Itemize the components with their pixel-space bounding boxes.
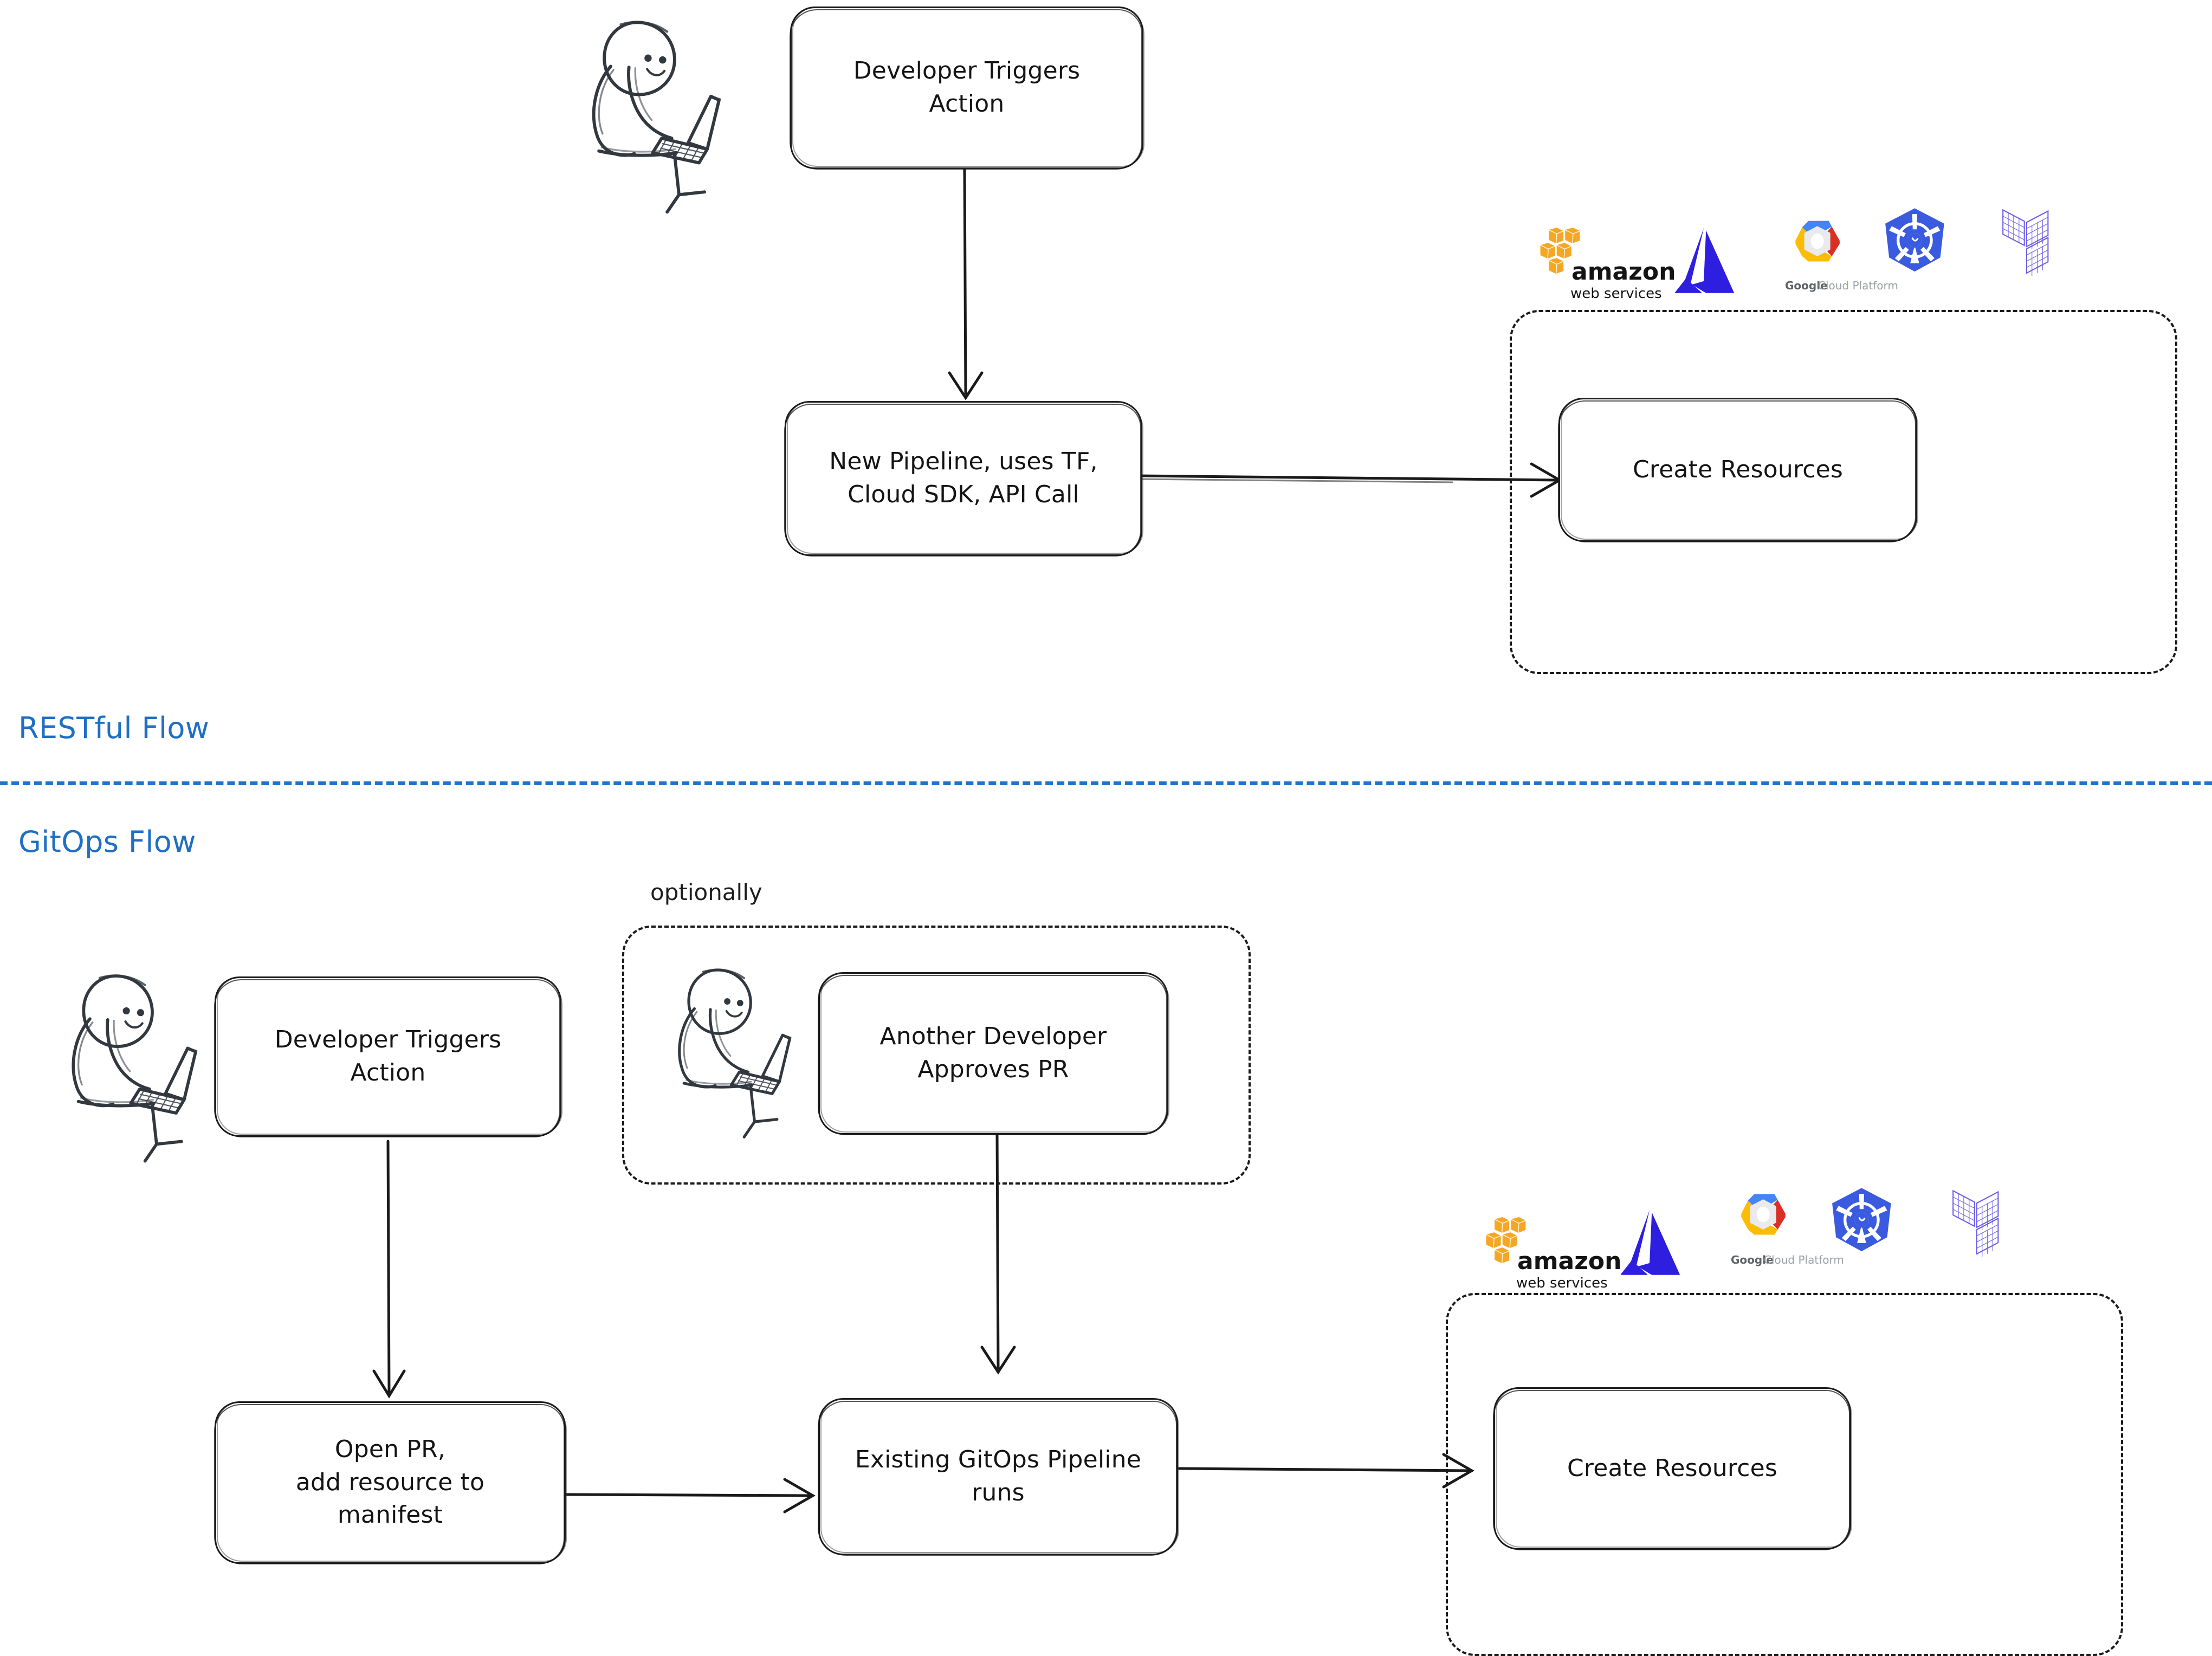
gcp-wordmark-line2: Cloud Platform — [1818, 279, 1898, 292]
node-label: New Pipeline, uses TF, Cloud SDK, API Ca… — [829, 448, 1098, 508]
actor-developer-top — [594, 22, 720, 212]
node-dev-trigger-top[interactable]: Developer Triggers Action — [790, 7, 1144, 170]
flow-separator — [0, 781, 2212, 785]
actor-developer-bottom-left — [73, 976, 196, 1161]
node-create-resources-top[interactable]: Create Resources — [1558, 398, 1918, 542]
section-title-gitops: GitOps Flow — [18, 825, 196, 859]
node-new-pipeline[interactable]: New Pipeline, uses TF, Cloud SDK, API Ca… — [784, 401, 1143, 557]
svg-text:Cloud Platform: Cloud Platform — [1764, 1253, 1844, 1266]
aws-wordmark-line1: amazon — [1571, 258, 1676, 286]
node-create-resources-bottom[interactable]: Create Resources — [1493, 1387, 1852, 1550]
aws-wordmark-line2: web services — [1570, 286, 1662, 302]
node-label: Create Resources — [1632, 455, 1844, 483]
svg-text:amazon: amazon — [1517, 1247, 1621, 1275]
svg-text:Google: Google — [1731, 1253, 1774, 1266]
edge-gitops-pipeline-to-create-resources — [1178, 1453, 1475, 1489]
node-label: Developer Triggers Action — [853, 57, 1081, 118]
node-label: Developer Triggers Action — [274, 1026, 502, 1086]
optional-approval-group — [622, 926, 1251, 1185]
section-title-restful: RESTful Flow — [18, 711, 210, 745]
edge-dev-trigger-to-pipeline — [948, 167, 984, 400]
node-label: Existing GitOps Pipeline runs — [855, 1446, 1142, 1506]
svg-text:web services: web services — [1516, 1275, 1608, 1291]
cloud-target-group-top — [1510, 310, 2177, 674]
node-label: Open PR, add resource to manifest — [295, 1435, 485, 1529]
cloud-logo-strip-top: amazon web services Google Cloud Platfor… — [1540, 208, 2049, 302]
edge-dev-trigger-to-open-pr — [372, 1140, 406, 1399]
node-label: Another Developer Approves PR — [879, 1023, 1107, 1083]
node-gitops-pipeline[interactable]: Existing GitOps Pipeline runs — [818, 1398, 1179, 1556]
edge-open-pr-to-gitops-pipeline — [565, 1478, 816, 1513]
node-open-pr[interactable]: Open PR, add resource to manifest — [214, 1401, 567, 1564]
gcp-wordmark-line1: Google — [1785, 279, 1828, 292]
node-approve-pr[interactable]: Another Developer Approves PR — [818, 972, 1169, 1135]
optionally-note: optionally — [650, 879, 762, 905]
node-label: Create Resources — [1567, 1454, 1778, 1482]
cloud-logo-strip-bottom: amazon web services Google Cloud Platfor… — [1485, 1188, 1999, 1291]
edge-pipeline-to-create-resources — [1135, 462, 1563, 498]
node-dev-trigger-bottom[interactable]: Developer Triggers Action — [214, 976, 562, 1137]
